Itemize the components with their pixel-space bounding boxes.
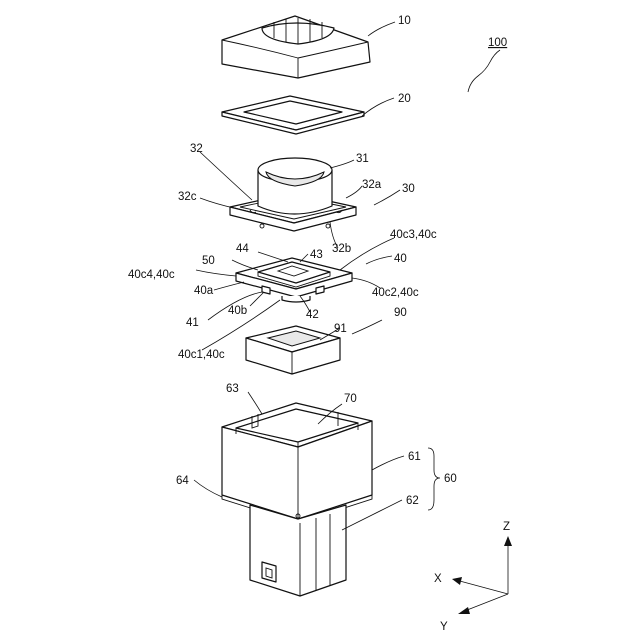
frame-part [222,96,364,134]
label-base-c2: 40c2,40c [372,287,419,299]
label-holder-a: 91 [334,323,347,335]
housing-part [222,403,372,596]
label-base-c1: 40c1,40c [178,349,225,361]
label-housing-cavity: 70 [344,393,357,405]
base-part [236,258,352,302]
label-key-unit: 30 [402,183,415,195]
label-flange: 32 [190,143,203,155]
label-frame: 20 [398,93,411,105]
cap-part [222,16,370,78]
axis-y-label: Y [440,621,448,633]
label-housing-upper: 61 [408,451,421,463]
label-flange-a: 32a [362,179,382,191]
label-dome: 31 [356,153,369,165]
axis-z-label: Z [503,521,510,533]
axis-x-label: X [434,573,442,585]
label-housing-edge: 64 [176,475,189,487]
label-cap: 10 [398,15,411,27]
key-unit-part [230,158,356,231]
label-assembly: 100 [488,37,507,49]
label-flange-c: 32c [178,191,197,203]
label-housing-lower: 62 [406,495,419,507]
label-part44: 44 [236,243,249,255]
axis-triad [452,536,512,614]
label-part50: 50 [202,255,215,267]
label-part41: 41 [186,317,199,329]
label-base: 40 [394,253,407,265]
label-base-a: 40a [194,285,214,297]
label-part43: 43 [310,249,323,261]
label-flange-b: 32b [332,243,351,255]
label-part42: 42 [306,309,319,321]
label-base-c3: 40c3,40c [390,229,437,241]
label-holder: 90 [394,307,407,319]
label-base-c4: 40c4,40c [128,269,175,281]
label-base-b: 40b [228,305,247,317]
label-housing: 60 [444,473,457,485]
holder-part [246,326,340,374]
label-housing-slot: 63 [226,383,239,395]
